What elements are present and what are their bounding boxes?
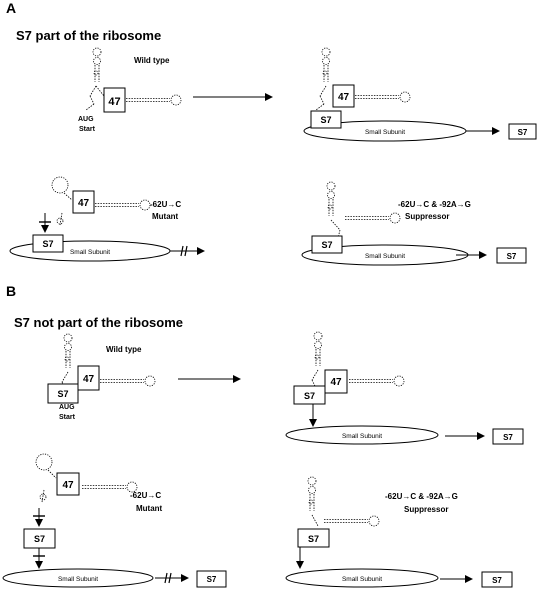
small-subunit-label: Small Subunit [58, 576, 98, 583]
small-subunit-label: Small Subunit [342, 576, 382, 583]
block-mark [180, 245, 184, 257]
small-subunit-ellipse [285, 568, 439, 588]
block-mark [184, 245, 188, 257]
s7-label: S7 [57, 389, 68, 399]
small-subunit-label: Small Subunit [70, 249, 110, 256]
s7-box [310, 110, 342, 129]
s7-product-box [196, 570, 227, 588]
mutant-rna [51, 176, 151, 226]
released-rna [307, 331, 405, 395]
suppressor-mutation-label: -62U→C & -92A→G [398, 200, 471, 209]
suppressor-label: Suppressor [405, 212, 449, 221]
block-mark [164, 572, 168, 584]
small-subunit-label: Small Subunit [365, 129, 405, 136]
aug-label: AUG [59, 404, 75, 411]
protein-47-box [103, 87, 126, 113]
protein-47-box [77, 365, 100, 391]
s7-product-box [481, 571, 513, 588]
protein-47-label: 47 [83, 374, 95, 385]
panel-b-letter: B [6, 283, 16, 299]
mutant-mutation-label: -62U→C [150, 200, 181, 209]
s7-product-box [492, 428, 524, 445]
bound-rna [315, 47, 411, 111]
s7-box [293, 385, 326, 405]
s7-box [297, 528, 330, 548]
panel-a-wildtype-rna [85, 47, 182, 111]
s7-product-label: S7 [492, 576, 502, 585]
block-mark [168, 572, 172, 584]
protein-47-label: 47 [338, 92, 350, 103]
s7-label: S7 [304, 391, 315, 401]
s7-box [47, 383, 79, 404]
s7-product-label: S7 [207, 575, 217, 584]
protein-47-label: 47 [62, 480, 74, 491]
s7-product-box [508, 123, 537, 140]
s7-product-label: S7 [518, 128, 528, 137]
s7-product-label: S7 [503, 433, 513, 442]
small-subunit-label: Small Subunit [342, 433, 382, 440]
suppressor-rna [326, 181, 401, 239]
mutant-label: Mutant [152, 212, 179, 221]
s7-product-box [496, 247, 527, 264]
protein-47-box [324, 369, 348, 394]
wild-type-label: Wild type [106, 345, 142, 354]
aug-label: AUG [78, 116, 94, 123]
suppressor-mutation-label: -62U→C & -92A→G [385, 492, 458, 501]
small-subunit-ellipse [285, 425, 439, 445]
start-label: Start [59, 414, 76, 421]
protein-47-box [72, 190, 95, 214]
protein-47-label: 47 [330, 377, 342, 388]
mutant-mutation-label: -62U→C [130, 491, 161, 500]
wild-type-label: Wild type [134, 56, 170, 65]
protein-47-label: 47 [108, 96, 120, 108]
panel-a-title: S7 part of the ribosome [16, 28, 161, 43]
protein-47-box [332, 84, 355, 108]
protein-47-label: 47 [78, 198, 90, 209]
s7-label: S7 [320, 115, 331, 125]
start-label: Start [79, 126, 96, 133]
s7-label: S7 [308, 534, 319, 544]
panel-b-title: S7 not part of the ribosome [14, 315, 183, 330]
protein-47-box [56, 472, 80, 496]
mutant-label: Mutant [136, 504, 163, 513]
s7-label: S7 [321, 240, 332, 250]
s7-product-label: S7 [507, 252, 517, 261]
s7-label: S7 [42, 239, 53, 249]
suppressor-label: Suppressor [404, 505, 448, 514]
s7-label: S7 [34, 534, 45, 544]
mutant-rna [35, 453, 138, 503]
small-subunit-label: Small Subunit [365, 253, 405, 260]
panel-a-letter: A [6, 0, 16, 16]
small-subunit-ellipse [2, 568, 154, 588]
suppressor-rna [307, 476, 380, 527]
s7-box [32, 234, 64, 253]
s7-box [311, 235, 343, 254]
